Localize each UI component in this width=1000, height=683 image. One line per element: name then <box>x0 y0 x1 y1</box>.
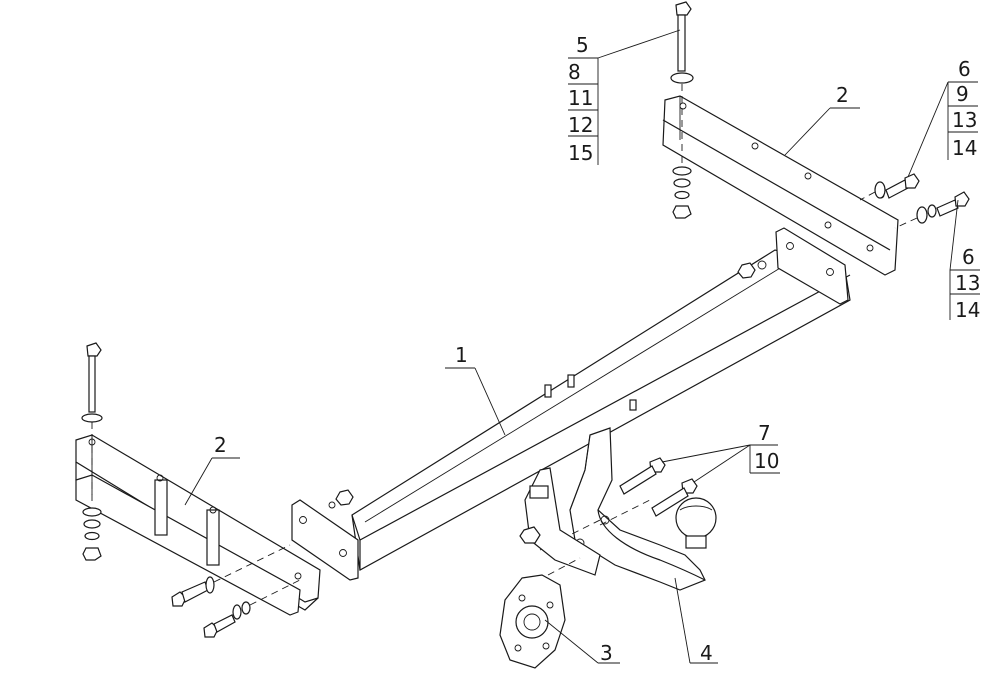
callout-label: 11 <box>568 86 593 110</box>
callout-label: 13 <box>952 108 977 132</box>
callout-label: 2 <box>214 433 227 457</box>
ball-mount-plate <box>519 467 601 576</box>
callout-label: 14 <box>952 136 977 160</box>
callout-label: 7 <box>758 421 771 445</box>
callout-label: 4 <box>700 641 713 665</box>
callout-label: 8 <box>568 60 581 84</box>
callout-side-bolt-set-a: 6 9 13 14 <box>948 57 978 160</box>
callout-top-bolt-set: 5 8 11 12 15 <box>568 33 598 165</box>
callout-label: 5 <box>576 33 589 57</box>
callout-tow-ball: 4 <box>700 641 713 665</box>
callout-label: 6 <box>962 245 975 269</box>
bracket-left <box>75 342 321 638</box>
callout-label: 9 <box>956 82 969 106</box>
callout-label: 6 <box>958 57 971 81</box>
callout-socket-plate: 3 <box>600 641 613 665</box>
callout-label: 14 <box>955 298 980 322</box>
callout-label: 3 <box>600 641 613 665</box>
bracket-right <box>662 1 970 276</box>
callout-label: 2 <box>836 83 849 107</box>
main-beam <box>291 227 851 581</box>
tow-ball <box>539 427 717 591</box>
callout-bracket-left: 2 <box>214 433 227 457</box>
callout-label: 1 <box>455 343 468 367</box>
callout-label: 13 <box>955 271 980 295</box>
callout-side-bolt-set-b: 6 13 14 <box>950 245 980 322</box>
callout-label: 15 <box>568 141 593 165</box>
callout-bracket-right: 2 <box>836 83 849 107</box>
callout-ball-bolt-set: 7 10 <box>750 421 780 474</box>
callout-label: 10 <box>754 449 779 473</box>
callout-label: 12 <box>568 113 593 137</box>
leader-lines <box>184 29 980 664</box>
callout-main-beam: 1 <box>455 343 468 367</box>
ball-bolts <box>619 457 698 517</box>
socket-plate <box>499 557 581 669</box>
